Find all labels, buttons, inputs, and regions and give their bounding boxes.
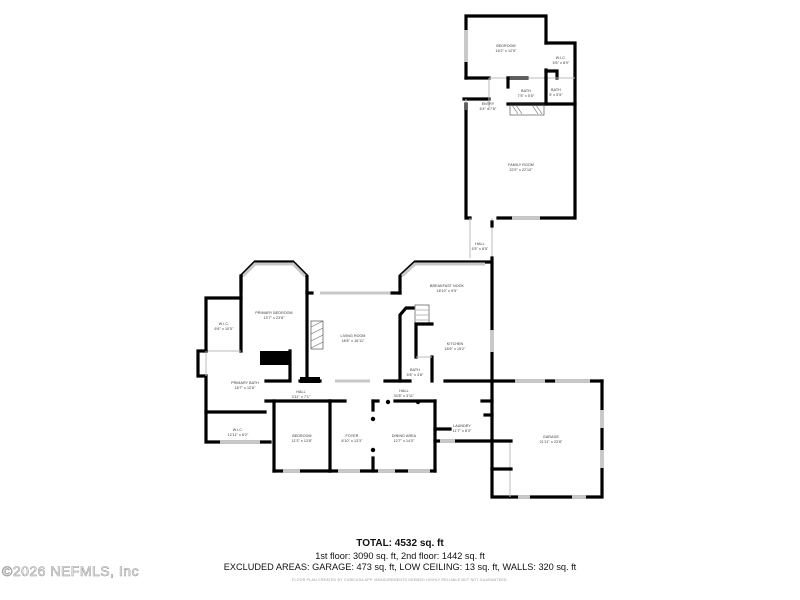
room-label-wic-2f: W.I.C.5'6" x 8'9" — [552, 56, 570, 65]
first-floor-walls — [196, 256, 604, 499]
disclaimer: FLOOR PLAN CREATED BY CUBICASA APP. MEAS… — [292, 578, 508, 582]
floor-areas: 1st floor: 3090 sq. ft, 2nd floor: 1442 … — [315, 551, 485, 561]
copyright-watermark: ©2026 NEFMLS, Inc — [2, 563, 140, 580]
second-floor-walls — [462, 14, 577, 258]
room-label-wic-bath: W.I.C.12'11" x 6'2" — [227, 428, 249, 437]
total-area: TOTAL: 4532 sq. ft — [356, 538, 444, 549]
excluded-areas: EXCLUDED AREAS: GARAGE: 473 sq. ft, LOW … — [223, 562, 577, 572]
room-label-wic-primary: W.I.C.6'6" x 10'5" — [214, 322, 234, 331]
